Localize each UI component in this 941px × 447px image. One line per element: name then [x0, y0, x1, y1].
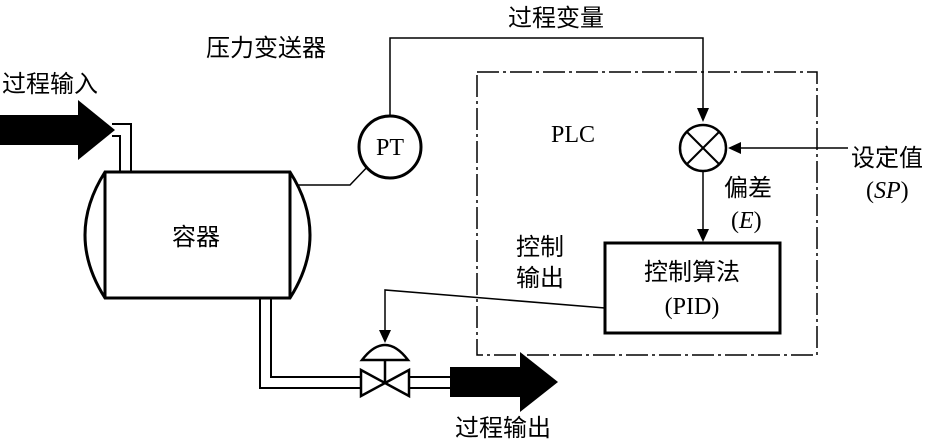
- control-output-label-line2: 输出: [516, 264, 564, 292]
- pressure-transmitter-symbol: PT: [376, 135, 404, 161]
- summing-junction: [678, 123, 728, 173]
- process-variable-label: 过程变量: [508, 4, 604, 32]
- setpoint-arrowhead: [728, 142, 741, 154]
- error-label: 偏差: [724, 174, 772, 202]
- vessel-label: 容器: [172, 223, 220, 251]
- outlet-pipe: [259, 298, 452, 389]
- setpoint-abbr-close: ): [901, 178, 909, 204]
- process-variable-line: [389, 37, 704, 116]
- vessel-shape: [83, 170, 312, 300]
- setpoint-label: 设定值: [851, 144, 923, 172]
- control-algorithm-label: 控制算法: [644, 258, 740, 286]
- plc-label: PLC: [551, 122, 595, 148]
- error-abbr-close: ): [754, 208, 762, 234]
- process-output-arrow: [450, 352, 558, 412]
- error-abbr-open: (: [731, 208, 739, 234]
- process-output-label: 过程输出: [455, 414, 551, 442]
- setpoint-abbr-text: SP: [874, 178, 901, 204]
- error-abbr: (E): [731, 208, 762, 234]
- control-output-line: [384, 289, 606, 333]
- setpoint-abbr: (SP): [866, 178, 909, 204]
- control-valve: [359, 343, 411, 399]
- pid-block: [603, 241, 782, 335]
- sensing-line: [298, 161, 373, 186]
- pid-label: (PID): [665, 294, 720, 320]
- plc-boundary: [476, 71, 818, 356]
- control-output-arrowhead: [379, 330, 391, 343]
- setpoint-abbr-open: (: [866, 178, 874, 204]
- pressure-transmitter-label: 压力变送器: [206, 34, 326, 62]
- error-abbr-text: E: [738, 208, 754, 234]
- process-variable-arrowhead: [697, 108, 709, 122]
- inlet-pipe: [112, 123, 132, 172]
- process-input-arrow: [0, 100, 115, 160]
- control-output-label-line1: 控制: [516, 233, 564, 261]
- process-input-label: 过程输入: [2, 70, 98, 98]
- error-arrowhead: [697, 229, 709, 242]
